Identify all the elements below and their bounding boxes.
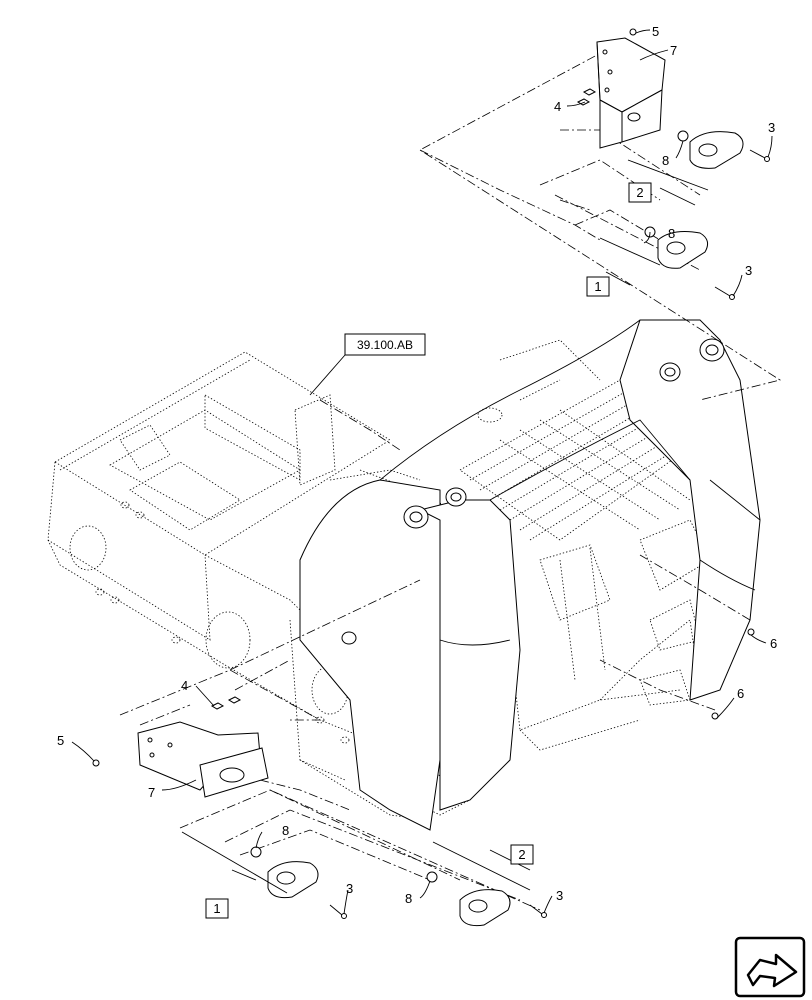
callout-4-top: 4	[554, 99, 561, 114]
callout-3-top-a: 3	[768, 120, 775, 135]
boxed-label-1-bottom: 1	[205, 898, 229, 919]
boxed-label-text: 2	[518, 847, 525, 862]
top-lamp-housing-b	[657, 231, 709, 269]
chassis-screw-6b	[711, 712, 719, 720]
bottom-lamp-bracket-7	[137, 721, 269, 798]
boxed-label-text: 1	[213, 901, 220, 916]
callout-6-a: 6	[770, 636, 777, 651]
bottom-nut-4	[210, 696, 242, 710]
boxed-label-text: 2	[636, 185, 643, 200]
callout-7-bottom: 7	[148, 785, 155, 800]
bottom-lamp-housing-a	[267, 861, 319, 899]
top-screw-3b	[714, 286, 735, 300]
top-nut-4	[576, 88, 597, 106]
next-page-arrow-icon[interactable]	[734, 936, 806, 998]
callout-6-b: 6	[737, 686, 744, 701]
top-screw-3a	[749, 149, 770, 162]
boxed-label-text: 1	[594, 279, 601, 294]
top-screw-5	[629, 28, 637, 36]
reference-text: 39.100.AB	[357, 338, 413, 352]
callout-5-top: 5	[652, 24, 659, 39]
bottom-lamp-housing-b	[459, 889, 511, 927]
bottom-lamp-bulb-8a	[250, 846, 262, 858]
callout-8-top-a: 8	[662, 153, 669, 168]
reference-label: 39.100.AB	[344, 333, 426, 356]
boxed-label-2-top: 2	[628, 182, 652, 203]
top-lamp-bracket-7	[596, 37, 666, 149]
callout-4-bottom: 4	[181, 678, 188, 693]
callout-3-top-b: 3	[745, 263, 752, 278]
leader-lines	[71, 29, 773, 915]
callout-numbers: 5 7 4 3 8 8 3 6 6 4 5 7 8 8 3 3	[57, 24, 777, 906]
top-lamp-housing-a	[689, 131, 744, 169]
callout-8-bottom-a: 8	[282, 823, 289, 838]
callout-3-bottom-b: 3	[556, 888, 563, 903]
loader-lift-arm-towers	[299, 319, 761, 831]
callout-8-bottom-b: 8	[405, 891, 412, 906]
callout-8-top-b: 8	[668, 226, 675, 241]
boxed-label-2-bottom: 2	[510, 844, 534, 865]
top-lamp-bulb-8a	[677, 130, 689, 142]
callout-3-bottom-a: 3	[346, 881, 353, 896]
bottom-screw-5	[92, 759, 100, 767]
callout-7-top: 7	[670, 43, 677, 58]
callout-5-bottom: 5	[57, 733, 64, 748]
bottom-lamp-bulb-8b	[426, 871, 438, 883]
chassis-screw-6a	[747, 628, 755, 636]
boxed-label-1-top: 1	[586, 276, 610, 297]
bottom-screw-3b	[529, 904, 547, 918]
